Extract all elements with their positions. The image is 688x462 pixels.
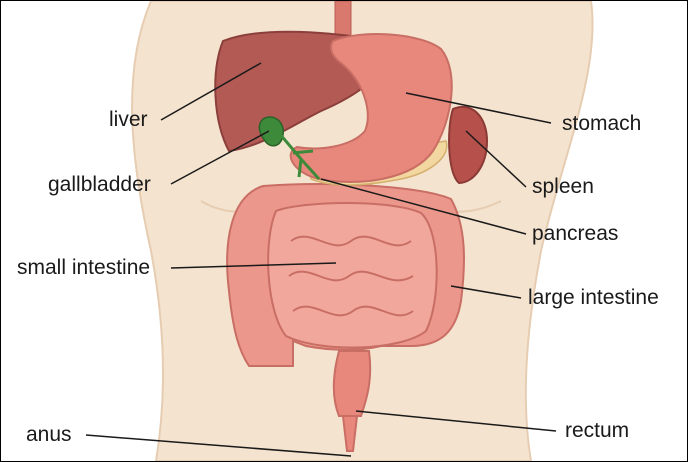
label-gallbladder: gallbladder xyxy=(48,174,151,195)
label-stomach: stomach xyxy=(562,113,641,134)
label-rectum: rectum xyxy=(565,420,629,441)
small-intestine xyxy=(268,203,437,347)
label-liver: liver xyxy=(109,109,148,130)
label-anus: anus xyxy=(26,424,72,445)
label-large-intestine: large intestine xyxy=(528,287,659,308)
rectum xyxy=(334,351,370,416)
label-spleen: spleen xyxy=(532,176,594,197)
label-small-intestine: small intestine xyxy=(17,257,150,278)
label-pancreas: pancreas xyxy=(532,223,618,244)
